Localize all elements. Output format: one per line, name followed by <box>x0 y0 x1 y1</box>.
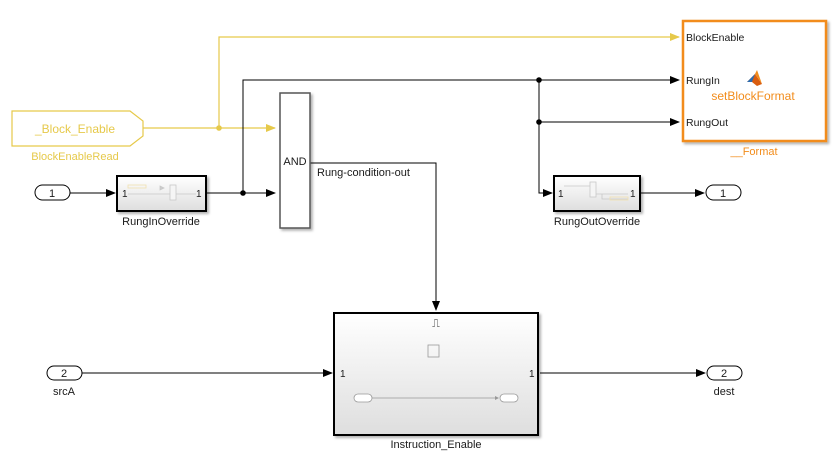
out-port-label: 1 <box>196 189 202 200</box>
enable-signal-line[interactable] <box>143 33 680 132</box>
in-port-label: 1 <box>340 369 346 380</box>
in-port-label: 1 <box>122 189 128 200</box>
from-tag: _Block_Enable <box>34 122 115 136</box>
branch-point <box>536 77 542 83</box>
instruction-enable-name: Instruction_Enable <box>390 439 481 451</box>
and-block[interactable]: AND <box>279 92 311 229</box>
outport-2-dest[interactable]: 2 dest <box>706 365 743 398</box>
in-port-label: 1 <box>558 189 564 200</box>
inport-1-number: 1 <box>49 188 55 200</box>
out-port-label: 1 <box>630 189 636 200</box>
rung-in-override-block[interactable]: 1 1 RungInOverride <box>116 175 207 228</box>
rung-out-override-name: RungOutOverride <box>554 216 640 228</box>
outport-1[interactable]: 1 <box>705 184 742 201</box>
rung-out-override-block[interactable]: 1 1 RungOutOverride <box>553 175 641 228</box>
matlab-logo-icon <box>747 70 762 86</box>
format-function-block[interactable]: BlockEnable RungIn RungOut setBlockForma… <box>681 19 828 158</box>
and-operator: AND <box>283 156 306 168</box>
from-block-block-enable[interactable]: _Block_Enable BlockEnableRead <box>11 110 144 163</box>
state-box-icon <box>427 344 440 358</box>
inport-2-name: srcA <box>53 386 76 398</box>
port-rung-in: RungIn <box>686 75 720 87</box>
inport-2-number: 2 <box>61 368 67 380</box>
inport-2-srcA[interactable]: 2 srcA <box>46 365 83 398</box>
function-name: setBlockFormat <box>711 89 795 103</box>
outport-1-number: 1 <box>720 188 726 200</box>
rung-out-signal-line[interactable] <box>536 77 680 197</box>
rung-in-override-name: RungInOverride <box>122 216 200 228</box>
inport-1[interactable]: 1 <box>34 184 71 201</box>
instruction-enable-subsystem[interactable]: ⎍ 1 1 Instruction_Enable <box>333 312 539 451</box>
branch-point <box>216 125 222 131</box>
outport-2-name: dest <box>714 386 735 398</box>
rung-condition-signal-line[interactable] <box>310 162 440 311</box>
out-port-label: 1 <box>529 369 535 380</box>
branch-point <box>240 190 246 196</box>
rung-condition-out-label: Rung-condition-out <box>317 167 410 179</box>
port-block-enable: BlockEnable <box>686 32 745 44</box>
port-rung-out: RungOut <box>686 117 728 129</box>
branch-point <box>536 119 542 125</box>
format-block-name: __Format <box>729 146 777 158</box>
rung-in-signal-line[interactable] <box>207 76 680 197</box>
manual-switch-icon <box>127 184 196 201</box>
inport-outport-icon <box>353 393 519 403</box>
from-block-name: BlockEnableRead <box>31 151 118 163</box>
trigger-symbol-icon: ⎍ <box>432 318 440 330</box>
manual-switch-icon <box>564 181 629 201</box>
outport-2-number: 2 <box>721 368 727 380</box>
